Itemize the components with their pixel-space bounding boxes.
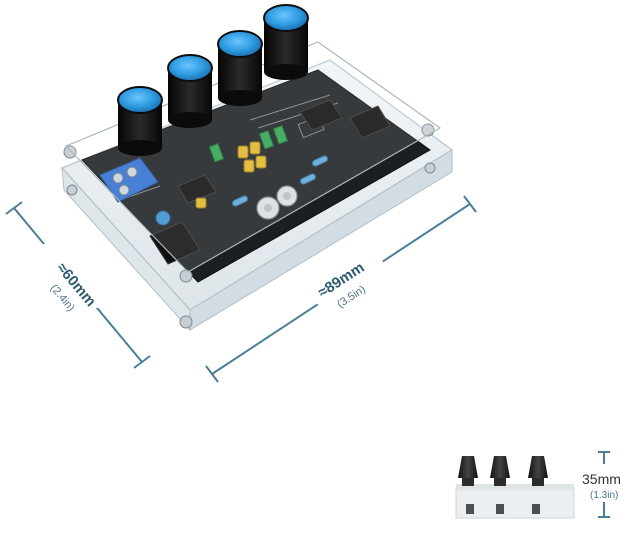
height-main-label: 35mm	[582, 471, 621, 487]
height-dimension: 35mm (1.3in)	[582, 451, 621, 518]
knob-4	[263, 4, 309, 80]
electrolytic-capacitors	[155, 185, 298, 226]
jumper-pins	[208, 125, 289, 163]
width-dimension: ≈60mm (2.4in)	[5, 201, 151, 369]
length-dimension: ≈89mm (3.5in)	[205, 195, 477, 383]
side-knob-2	[490, 456, 510, 486]
case-screws	[63, 123, 436, 329]
side-knob-3	[528, 456, 548, 486]
resistors	[231, 155, 329, 207]
knob-3	[217, 30, 263, 106]
capacitors-yellow	[195, 141, 267, 209]
side-view-illustration	[455, 456, 575, 519]
dc-power-jack	[149, 221, 201, 265]
function-generator-board	[60, 4, 454, 332]
side-knob-1	[458, 456, 478, 486]
knob-2	[167, 54, 213, 128]
knob-1	[117, 86, 163, 156]
potentiometer-knobs	[117, 4, 309, 156]
screw-terminal	[99, 157, 159, 203]
ic-chips	[177, 99, 391, 204]
height-sub-label: (1.3in)	[590, 490, 618, 501]
